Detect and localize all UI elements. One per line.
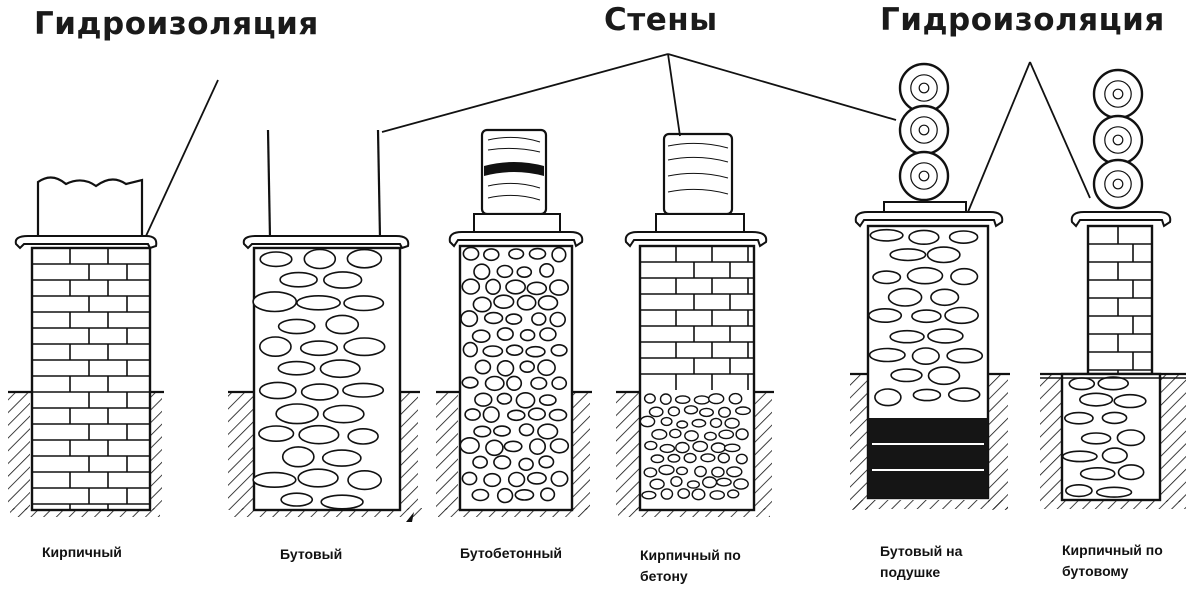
column-rubble bbox=[242, 129, 410, 512]
column-rubble-concrete bbox=[448, 128, 584, 512]
label-waterproofing-left: Гидроизоляция bbox=[34, 6, 319, 42]
column-rubble-on-cushion bbox=[854, 62, 1004, 500]
column-brick-on-concrete bbox=[624, 132, 768, 512]
caption-rubble-on-cushion: Бутовый на подушке bbox=[880, 543, 963, 580]
caption-brick-on-concrete: Кирпичный по бетону bbox=[640, 547, 741, 584]
label-waterproofing-right: Гидроизоляция bbox=[880, 2, 1165, 38]
column-brick bbox=[14, 176, 158, 512]
ground-hatch bbox=[8, 374, 1186, 517]
leader-lines bbox=[145, 53, 1186, 379]
caption-brick-on-rubble: Кирпичный по бутовому bbox=[1062, 542, 1163, 579]
caption-rubble-concrete: Бутобетонный bbox=[460, 545, 563, 561]
caption-rubble: Бутовый bbox=[280, 546, 343, 562]
label-walls: Стены bbox=[604, 2, 718, 38]
column-brick-on-rubble bbox=[1060, 68, 1172, 502]
caption-brick: Кирпичный bbox=[42, 544, 122, 560]
